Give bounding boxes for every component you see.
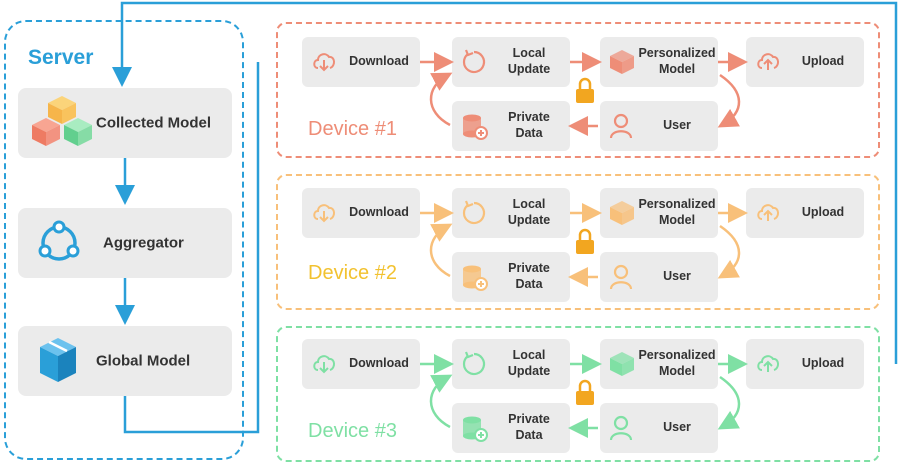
device-1-download-label: Download [349,54,409,69]
cloud-download-icon [310,48,338,76]
device-2-upload-node: Upload [746,188,864,238]
database-icon [460,414,488,442]
refresh-icon [460,48,488,76]
device-3-private-data-node: Private Data [452,403,570,453]
device-2-local-update-node: Local Update [452,188,570,238]
device-2-personalized-label: Personalized Model [638,197,716,227]
cube-icon [608,350,636,378]
device-1-private-data-label: Private Data [508,110,550,140]
device-3-download-node: Download [302,339,420,389]
server-frame [4,20,244,460]
global-model-icon [40,338,76,382]
cube-icon [608,48,636,76]
refresh-icon [460,199,488,227]
lock-icon [576,379,594,405]
database-icon [460,263,488,291]
device-3-upload-label: Upload [801,356,845,371]
aggregator-box: Aggregator [18,208,232,278]
device-1-label: Device #1 [308,118,397,140]
device-3-frame [276,326,880,462]
user-icon [608,414,636,442]
device-2-local-update-label: Local Update [507,197,551,227]
device-3-personalized-label: Personalized Model [638,348,716,378]
device-3-local-update-label: Local Update [507,348,551,378]
device-3-local-update-node: Local Update [452,339,570,389]
device-1-personalized-node: Personalized Model [600,37,718,87]
boxes-icon [32,96,92,146]
device-1-upload-label: Upload [801,54,845,69]
cloud-download-icon [310,350,338,378]
device-1-local-update-node: Local Update [452,37,570,87]
device-3-personalized-node: Personalized Model [600,339,718,389]
device-2-personalized-node: Personalized Model [600,188,718,238]
device-1-upload-node: Upload [746,37,864,87]
aggregator-icon [38,220,80,261]
database-icon [460,112,488,140]
device-2-download-label: Download [349,205,409,220]
device-2-label: Device #2 [308,262,397,284]
lock-icon [576,228,594,254]
device-2-private-data-node: Private Data [452,252,570,302]
device-1-local-update-label: Local Update [507,46,551,76]
device-2-download-node: Download [302,188,420,238]
device-2-frame [276,174,880,310]
global-model-label: Global Model [96,352,191,370]
device-3-private-data-label: Private Data [508,412,550,442]
device-3-upload-node: Upload [746,339,864,389]
collected-model-box: Collected Model [18,88,232,158]
cloud-upload-icon [754,199,782,227]
aggregator-label: Aggregator [103,234,184,252]
lock-icon [576,77,594,103]
device-1-download-node: Download [302,37,420,87]
device-1-user-label: User [663,118,691,133]
refresh-icon [460,350,488,378]
device-2-private-data-label: Private Data [508,261,550,291]
device-3-download-label: Download [349,356,409,371]
collected-model-label: Collected Model [96,114,212,132]
cloud-upload-icon [754,48,782,76]
server-title: Server [28,46,94,69]
device-1-user-node: User [600,101,718,151]
device-3-label: Device #3 [308,420,397,442]
global-model-box: Global Model [18,326,232,396]
device-1-frame [276,22,880,158]
device-2-user-node: User [600,252,718,302]
cloud-upload-icon [754,350,782,378]
device-2-user-label: User [663,269,691,284]
device-3-user-label: User [663,420,691,435]
device-1-personalized-label: Personalized Model [638,46,716,76]
user-icon [608,112,636,140]
cloud-download-icon [310,199,338,227]
device-1-private-data-node: Private Data [452,101,570,151]
cube-icon [608,199,636,227]
user-icon [608,263,636,291]
device-2-upload-label: Upload [801,205,845,220]
device-3-user-node: User [600,403,718,453]
